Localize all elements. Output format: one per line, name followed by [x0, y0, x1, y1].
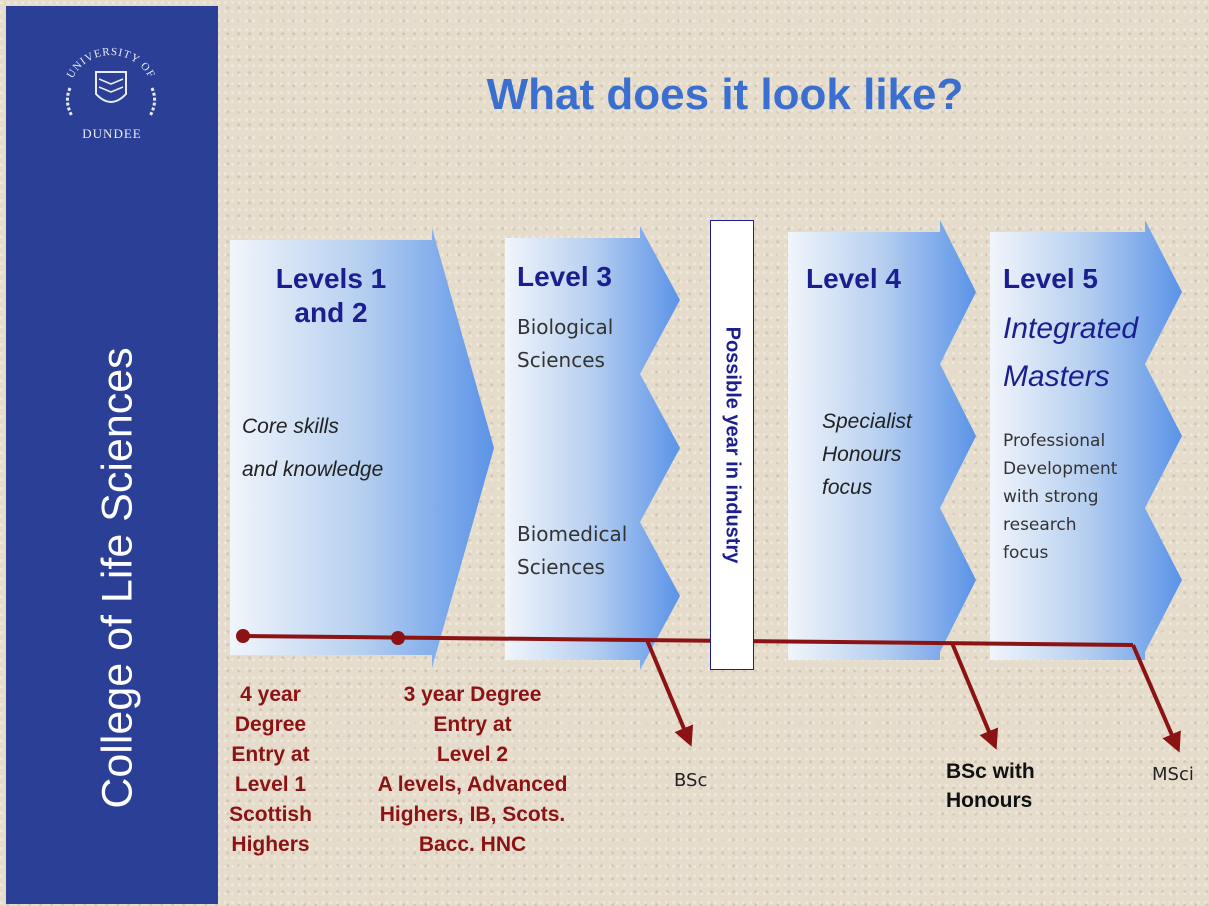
- entry-point-level-2: [391, 631, 405, 645]
- exit-arrow-msci: [1131, 644, 1181, 753]
- level-4-desc-line1: Specialist: [822, 410, 912, 433]
- levels-1-2-heading-line1: Levels 1: [275, 263, 387, 294]
- arrow-level-5: [990, 220, 1182, 660]
- entry-4-year-line1: 4 year: [240, 683, 301, 706]
- entry-4-year-line3: Entry at: [231, 743, 310, 766]
- level-3-biomedical-line1: Biomedical: [517, 522, 628, 546]
- level-5-description: Professional Development with strong res…: [1003, 427, 1117, 567]
- entry-4-year-line4: Level 1: [234, 773, 307, 796]
- logo-dundee-text: DUNDEE: [82, 126, 142, 141]
- entry-3-year-line4: A levels, Advanced: [377, 773, 568, 796]
- levels-1-2-description: Core skills and knowledge: [242, 410, 383, 486]
- entry-3-year-line2: Entry at: [433, 713, 512, 736]
- level-5-desc-line5: focus: [1003, 543, 1049, 563]
- level-5-heading: Level 5: [1003, 263, 1098, 294]
- entry-4-year-line5: Scottish: [229, 803, 312, 826]
- entry-4-year: 4 year Degree Entry at Level 1 Scottish …: [213, 680, 328, 860]
- entry-3-year-line3: Level 2: [436, 743, 509, 766]
- exit-arrow-bsc: [645, 639, 694, 747]
- level-3-biological-line2: Sciences: [517, 348, 605, 372]
- level-5-desc-line4: research: [1003, 515, 1077, 535]
- entry-4-year-line6: Highers: [231, 833, 310, 856]
- arrow-level-4: [788, 220, 976, 660]
- level-3-biomedical: Biomedical Sciences: [517, 518, 627, 584]
- slide-title: What does it look like?: [486, 70, 964, 119]
- levels-1-2-desc-line2: and knowledge: [242, 458, 384, 481]
- level-4-desc-line2: Honours: [822, 443, 902, 466]
- entry-3-year-line1: 3 year Degree: [403, 683, 542, 706]
- award-msci: MSci: [1152, 764, 1194, 785]
- entry-3-year-line6: Bacc. HNC: [418, 833, 527, 856]
- entry-3-year: 3 year Degree Entry at Level 2 A levels,…: [340, 680, 605, 860]
- sidebar: UNIVERSITY OF DUNDEE College of Life Sci…: [6, 6, 218, 904]
- level-4-heading: Level 4: [806, 263, 901, 294]
- level-4-desc-line3: focus: [822, 476, 873, 499]
- industry-year-box: [710, 220, 754, 670]
- levels-1-2-desc-line1: Core skills: [242, 415, 339, 438]
- levels-1-2-heading-line2: and 2: [294, 297, 368, 328]
- level-4-description: Specialist Honours focus: [822, 405, 912, 504]
- university-logo: UNIVERSITY OF: [65, 46, 156, 117]
- level-5-desc-line1: Professional: [1003, 431, 1106, 451]
- exit-arrow-honours: [950, 642, 999, 750]
- entry-4-year-line2: Degree: [234, 713, 307, 736]
- level-3-biological-line1: Biological: [517, 315, 614, 339]
- industry-year-label: Possible year in industry: [721, 326, 744, 564]
- level-3-heading: Level 3: [517, 261, 612, 292]
- arrow-level-3: [505, 226, 680, 670]
- entry-3-year-line5: Highers, IB, Scots.: [379, 803, 566, 826]
- award-bsc-honours-line2: Honours: [946, 789, 1033, 812]
- arrow-levels-1-2: [230, 228, 494, 668]
- level-5-subtitle: Integrated Masters: [1003, 305, 1138, 401]
- level-5-desc-line3: with strong: [1003, 487, 1099, 507]
- level-5-desc-line2: Development: [1003, 459, 1118, 479]
- level-3-biological: Biological Sciences: [517, 311, 613, 377]
- entry-point-level-1: [236, 629, 250, 643]
- award-bsc: BSc: [674, 770, 708, 791]
- level-5-subtitle-line1: Integrated: [1003, 312, 1139, 345]
- levels-1-2-heading: Levels 1 and 2: [230, 262, 432, 330]
- award-bsc-honours: BSc with Honours: [946, 757, 1035, 815]
- award-bsc-honours-line1: BSc with: [946, 760, 1035, 783]
- level-3-biomedical-line2: Sciences: [517, 555, 605, 579]
- level-5-subtitle-line2: Masters: [1003, 360, 1110, 393]
